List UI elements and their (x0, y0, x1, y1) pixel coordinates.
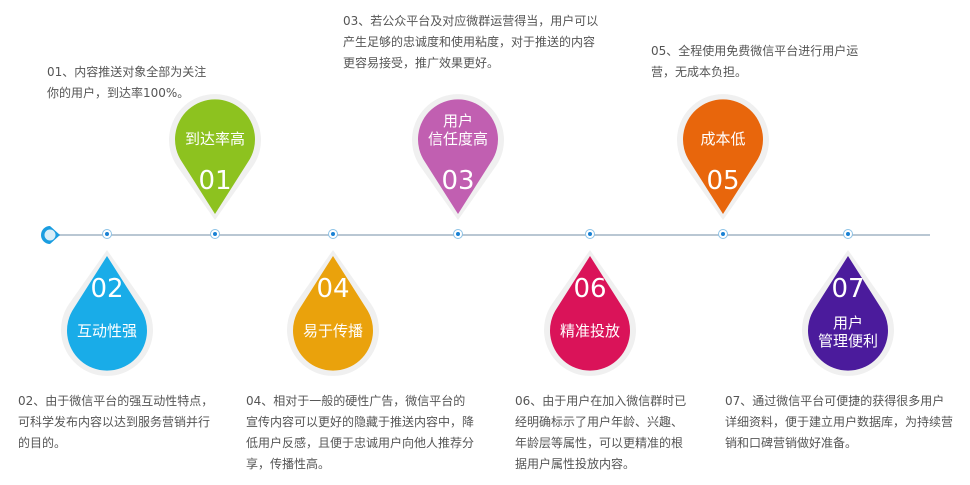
drop-title: 易于传播 (283, 322, 383, 340)
description-line: 享，传播性高。 (246, 457, 331, 471)
drop-title-line: 信任度高 (427, 130, 488, 148)
drop-shape (802, 250, 894, 376)
description-line: 06、由于用户在加入微信群时已 (515, 394, 687, 408)
description-line: 营，无成本负担。 (651, 65, 748, 79)
drop-title-line: 用户 (832, 314, 863, 332)
description-line: 据用户属性投放内容。 (515, 457, 636, 471)
description-line: 07、通过微信平台可便捷的获得很多用户 (725, 394, 945, 408)
description-line: 更容易接受，推广效果更好。 (343, 56, 500, 70)
description-line: 03、若公众平台及对应微群运营得当，用户可以 (343, 14, 599, 28)
drop-number: 06 (573, 274, 607, 304)
description-line: 经明确标示了用户年龄、兴趣、 (515, 415, 684, 429)
drop-shape (544, 250, 636, 376)
item-description-07: 07、通过微信平台可便捷的获得很多用户详细资料，便于建立用户数据库，为持续营销和… (725, 391, 953, 454)
item-description-03: 03、若公众平台及对应微群运营得当，用户可以产生足够的忠诚度和使用粘度，对于推送… (343, 11, 598, 74)
drop-marker-04: 易于传播 04 (283, 248, 383, 378)
drop-number: 07 (831, 274, 865, 304)
timeline-node (102, 229, 112, 239)
drop-shape (287, 250, 379, 376)
timeline-line (48, 234, 930, 236)
description-line: 低用户反感，且便于忠诚用户向他人推荐分 (246, 436, 475, 450)
item-description-05: 05、全程使用免费微信平台进行用户运营，无成本负担。 (651, 41, 858, 83)
item-description-04: 04、相对于一般的硬性广告，微信平台的宣传内容可以更好的隐藏于推送内容中，降低用… (246, 391, 474, 475)
drop-title-line: 用户 (442, 112, 473, 130)
item-description-02: 02、由于微信平台的强互动性特点， 可科学发布内容以达到服务营销并行的目的。 (18, 391, 213, 454)
drop-shape (60, 250, 153, 376)
drop-marker-07: 用户管理便利 07 (798, 248, 898, 378)
drop-marker-01: 到达率高 01 (165, 92, 265, 222)
drop-number: 05 (706, 166, 740, 196)
description-line: 你的用户，到达率100%。 (47, 86, 190, 100)
drop-title-line: 到达率高 (184, 130, 245, 148)
description-line: 销和口碑营销做好准备。 (725, 436, 858, 450)
timeline-node (585, 229, 595, 239)
description-line: 产生足够的忠诚度和使用粘度，对于推送的内容 (343, 35, 596, 49)
drop-marker-06: 精准投放 06 (540, 248, 640, 378)
item-description-06: 06、由于用户在加入微信群时已经明确标示了用户年龄、兴趣、年龄层等属性，可以更精… (515, 391, 686, 475)
drop-title-line: 互动性强 (76, 322, 137, 340)
drop-title-line: 管理便利 (817, 332, 878, 350)
drop-number: 01 (198, 166, 232, 196)
description-line: 的目的。 (18, 436, 67, 450)
drop-marker-02: 互动性强 02 (57, 248, 157, 378)
drop-title-line: 精准投放 (559, 322, 620, 340)
drop-title: 到达率高 (165, 130, 265, 148)
timeline-node (453, 229, 463, 239)
description-line: 01、内容推送对象全部为关注 (47, 65, 207, 79)
drop-marker-03: 用户信任度高 03 (408, 92, 508, 222)
drop-shape (412, 94, 504, 220)
drop-number: 04 (316, 274, 350, 304)
description-line: 宣传内容可以更好的隐藏于推送内容中，降 (246, 415, 475, 429)
timeline-node (718, 229, 728, 239)
drop-shape (677, 94, 769, 220)
description-line: 02、由于微信平台的强互动性特点， (18, 394, 214, 408)
description-line: 年龄层等属性，可以更精准的根 (515, 436, 684, 450)
drop-shape (169, 94, 261, 220)
drop-marker-05: 成本低 05 (673, 92, 773, 222)
description-line: 05、全程使用免费微信平台进行用户运 (651, 44, 859, 58)
item-description-01: 01、内容推送对象全部为关注你的用户，到达率100%。 (47, 62, 206, 104)
timeline-node (843, 229, 853, 239)
drop-title: 精准投放 (540, 322, 640, 340)
drop-title-line: 易于传播 (302, 322, 363, 340)
drop-number: 03 (441, 166, 475, 196)
drop-title: 互动性强 (57, 322, 157, 340)
timeline-start-marker-icon (41, 226, 60, 244)
drop-title-line: 成本低 (700, 130, 746, 148)
timeline-node (328, 229, 338, 239)
drop-number: 02 (90, 274, 124, 304)
description-line: 详细资料，便于建立用户数据库，为持续营 (725, 415, 954, 429)
drop-title: 用户信任度高 (408, 112, 508, 148)
description-line: 04、相对于一般的硬性广告，微信平台的 (246, 394, 466, 408)
drop-title: 成本低 (673, 130, 773, 148)
description-line: 可科学发布内容以达到服务营销并行 (18, 415, 211, 429)
drop-title: 用户管理便利 (798, 314, 898, 350)
timeline-node (210, 229, 220, 239)
